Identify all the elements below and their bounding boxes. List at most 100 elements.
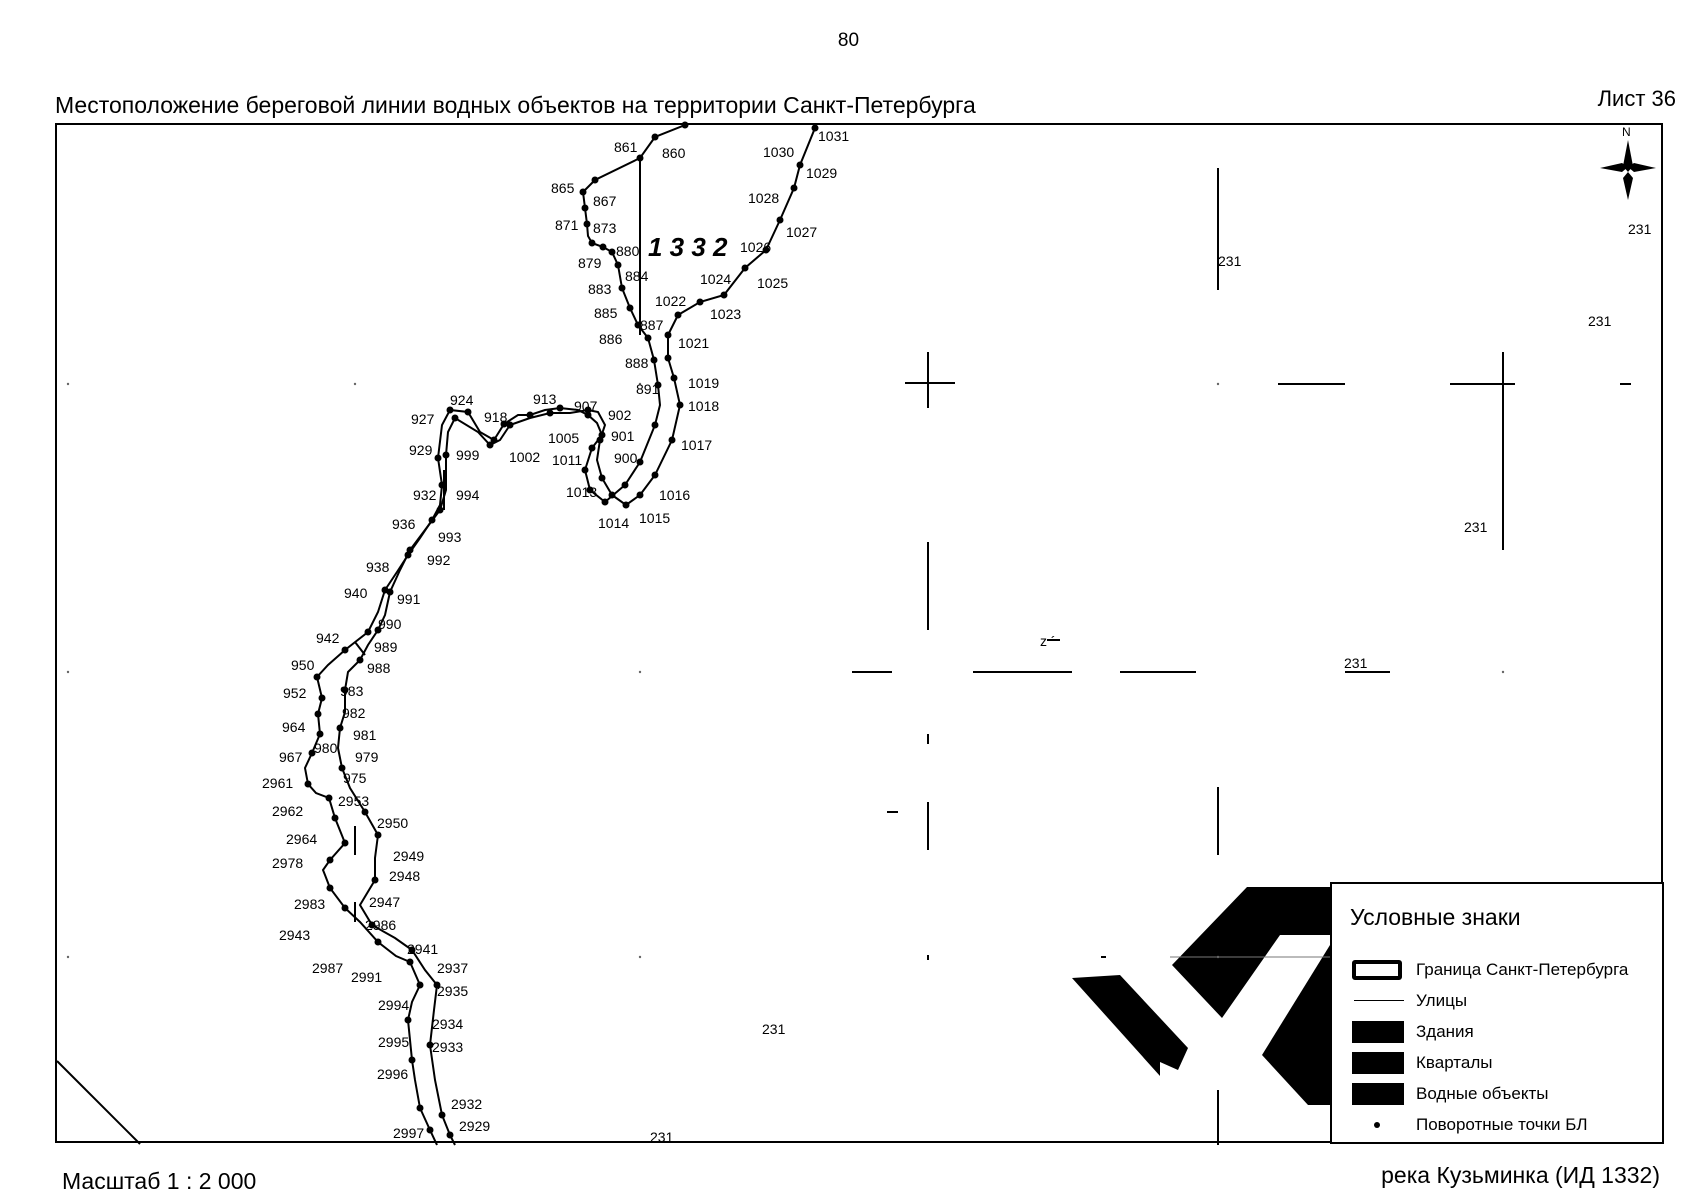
point-label: 967 — [279, 749, 303, 765]
point-label: 918 — [484, 409, 508, 425]
point-label: 886 — [599, 331, 623, 347]
point-label: 2995 — [378, 1034, 409, 1050]
point-label: 2997 — [393, 1125, 424, 1141]
point-label: 979 — [355, 749, 379, 765]
block-label: 231 — [762, 1021, 786, 1037]
legend-label: Водные объекты — [1416, 1084, 1549, 1103]
point-label: 988 — [367, 660, 391, 676]
point-label: 884 — [625, 268, 649, 284]
point-label: 1031 — [818, 128, 849, 144]
point-label: 2934 — [432, 1016, 463, 1032]
clipped-label-fragment: z ´ — [1040, 633, 1056, 649]
point-label: 994 — [456, 487, 480, 503]
point-label: 993 — [438, 529, 462, 545]
street-line-symbol — [1350, 989, 1406, 1013]
legend-item-water: Водные объекты — [1350, 1082, 1548, 1106]
page-number: 80 — [837, 30, 860, 51]
point-label: 880 — [616, 243, 640, 259]
scale-label: Масштаб 1 : 2 000 — [62, 1168, 257, 1194]
point-label: 2953 — [338, 793, 369, 809]
point-label: 992 — [427, 552, 451, 568]
point-label: 982 — [342, 705, 366, 721]
point-label: 907 — [574, 398, 598, 414]
point-label: 2937 — [437, 960, 468, 976]
point-label: 901 — [611, 428, 635, 444]
point-label: 1014 — [598, 515, 629, 531]
point-label: 2948 — [389, 868, 420, 884]
point-label: 879 — [578, 255, 602, 271]
block-label: 231 — [1464, 519, 1488, 535]
north-arrow-icon: N — [1600, 125, 1656, 200]
compass-north-letter: N — [1622, 125, 1631, 139]
point-label: 1013 — [566, 484, 597, 500]
water-fill-symbol — [1350, 1082, 1406, 1106]
legend: Условные знаки Граница Санкт-Петербурга … — [1330, 882, 1664, 1144]
point-label: 983 — [340, 683, 364, 699]
legend-item-buildings: Здания — [1350, 1020, 1474, 1044]
point-label: 936 — [392, 516, 416, 532]
legend-label: Поворотные точки БЛ — [1416, 1115, 1588, 1134]
point-label: 902 — [608, 407, 632, 423]
point-label: 2964 — [286, 831, 317, 847]
point-label: 861 — [614, 139, 638, 155]
point-label: 1017 — [681, 437, 712, 453]
point-label: 2983 — [294, 896, 325, 912]
point-label: 980 — [314, 740, 338, 756]
point-label: 888 — [625, 355, 649, 371]
building-shape — [1072, 975, 1188, 1076]
point-label: 2962 — [272, 803, 303, 819]
point-labels: 861 860 1031 1030 1029 1028 1027 865 867… — [262, 128, 849, 1141]
block-label: 231 — [1628, 221, 1652, 237]
point-label: 2929 — [459, 1118, 490, 1134]
point-label: 2996 — [377, 1066, 408, 1082]
point-label: 2991 — [351, 969, 382, 985]
turning-point-dot-symbol — [1350, 1113, 1406, 1137]
point-label: 1021 — [678, 335, 709, 351]
turning-points — [304, 121, 819, 1139]
map-title: Местоположение береговой линии водных об… — [55, 92, 976, 118]
point-label: 990 — [378, 616, 402, 632]
point-label: 873 — [593, 220, 617, 236]
building-fill-symbol — [1350, 1020, 1406, 1044]
point-label: 924 — [450, 392, 474, 408]
point-label: 1030 — [763, 144, 794, 160]
point-label: 2994 — [378, 997, 409, 1013]
block-label: 231 — [1344, 655, 1368, 671]
legend-title: Условные знаки — [1350, 904, 1521, 930]
map-frame — [55, 123, 1663, 1143]
point-label: 883 — [588, 281, 612, 297]
point-label: 1025 — [757, 275, 788, 291]
point-label: 2949 — [393, 848, 424, 864]
point-label: 999 — [456, 447, 480, 463]
legend-label: Кварталы — [1416, 1053, 1493, 1072]
point-label: 1028 — [748, 190, 779, 206]
quarter-shape — [1262, 945, 1330, 1105]
point-label: 1018 — [688, 398, 719, 414]
sheet-number: Лист 36 — [1597, 86, 1676, 111]
point-label: 964 — [282, 719, 306, 735]
legend-item-turning-points: Поворотные точки БЛ — [1350, 1113, 1588, 1137]
point-label: 1016 — [659, 487, 690, 503]
legend-label: Граница Санкт-Петербурга — [1416, 960, 1629, 979]
point-label: 2961 — [262, 775, 293, 791]
block-label: 231 — [1588, 313, 1612, 329]
point-label: 1022 — [655, 293, 686, 309]
point-label: 981 — [353, 727, 377, 743]
point-label: 2932 — [451, 1096, 482, 1112]
object-id-label: 1 3 3 2 — [648, 232, 728, 262]
point-label: 1029 — [806, 165, 837, 181]
point-label: 867 — [593, 193, 617, 209]
point-label: 942 — [316, 630, 340, 646]
point-label: 938 — [366, 559, 390, 575]
streets — [56, 155, 1631, 1145]
point-label: 940 — [344, 585, 368, 601]
point-label: 891 — [636, 381, 660, 397]
legend-item-streets: Улицы — [1350, 989, 1467, 1013]
point-label: 2986 — [365, 917, 396, 933]
point-label: 1011 — [552, 452, 582, 468]
point-label: 927 — [411, 411, 435, 427]
river-label: река Кузьминка (ИД 1332) — [1381, 1162, 1660, 1188]
legend-label: Здания — [1416, 1022, 1474, 1041]
block-label: 231 — [1218, 253, 1242, 269]
